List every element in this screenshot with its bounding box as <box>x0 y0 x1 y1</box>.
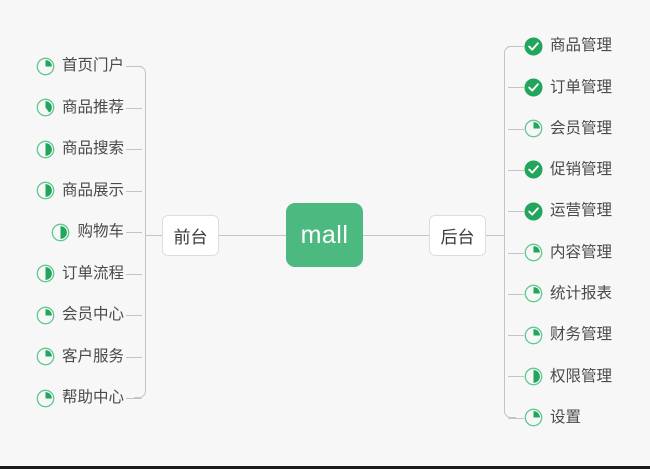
connector-stub <box>126 315 142 316</box>
mindmap-item-backend-1[interactable]: 订单管理 <box>524 74 612 100</box>
progress-pie-icon <box>524 367 543 386</box>
progress-pie-icon <box>36 347 55 366</box>
center-node-mall[interactable]: mall <box>286 203 363 267</box>
connector-backend-to-bracket <box>486 235 504 236</box>
progress-pie-icon <box>36 57 55 76</box>
progress-pie-icon <box>524 284 543 303</box>
mindmap-item-label: 内容管理 <box>550 243 613 261</box>
mindmap-item-label: 订单管理 <box>550 78 613 96</box>
progress-pie-icon <box>36 98 55 117</box>
progress-pie-icon <box>524 243 543 262</box>
branch-node-frontend[interactable]: 前台 <box>162 215 219 256</box>
progress-pie-icon <box>36 306 55 325</box>
connector-frontend-to-bracket <box>146 235 162 236</box>
check-circle-icon <box>524 78 543 97</box>
mindmap-item-label: 权限管理 <box>550 367 613 385</box>
connector-center-to-backend <box>363 235 429 236</box>
mindmap-item-label: 设置 <box>550 408 582 426</box>
connector-stub <box>508 252 524 254</box>
mindmap-item-label: 商品管理 <box>550 37 613 55</box>
mindmap-item-label: 订单流程 <box>61 264 124 282</box>
mindmap-item-frontend-0[interactable]: 首页门户 <box>36 53 124 79</box>
progress-pie-icon <box>524 408 543 427</box>
connector-stub <box>126 398 142 399</box>
mindmap-item-frontend-1[interactable]: 商品推荐 <box>36 95 124 121</box>
progress-pie-icon <box>524 326 543 345</box>
connector-stub <box>126 356 142 358</box>
progress-pie-icon <box>36 140 55 159</box>
mindmap-item-backend-4[interactable]: 运营管理 <box>524 198 612 224</box>
mindmap-item-backend-2[interactable]: 会员管理 <box>524 116 612 142</box>
connector-stub <box>508 46 524 47</box>
progress-pie-icon <box>524 119 543 138</box>
mindmap-item-label: 促销管理 <box>550 161 613 179</box>
mindmap-item-label: 客户服务 <box>61 347 124 365</box>
progress-pie-icon <box>36 389 55 408</box>
mindmap-item-frontend-3[interactable]: 商品展示 <box>36 178 124 204</box>
check-circle-icon <box>524 37 543 56</box>
check-circle-icon <box>524 202 543 221</box>
mindmap-item-backend-0[interactable]: 商品管理 <box>524 33 612 59</box>
branch-node-backend[interactable]: 后台 <box>429 215 486 256</box>
connector-stub <box>508 293 524 295</box>
connector-stub <box>126 107 142 109</box>
mindmap-item-label: 会员管理 <box>550 119 613 137</box>
connector-stub <box>508 376 524 378</box>
mindmap-item-label: 购物车 <box>77 223 124 241</box>
mindmap-item-backend-7[interactable]: 财务管理 <box>524 322 612 348</box>
mindmap-item-frontend-5[interactable]: 订单流程 <box>36 261 124 287</box>
mindmap-item-label: 商品推荐 <box>61 98 124 116</box>
mindmap-item-label: 商品搜索 <box>61 140 124 158</box>
connector-stub <box>508 87 524 89</box>
mindmap-item-backend-3[interactable]: 促销管理 <box>524 157 612 183</box>
progress-pie-icon <box>36 181 55 200</box>
mindmap-item-label: 运营管理 <box>550 202 613 220</box>
connector-stub <box>126 149 142 150</box>
mindmap-item-label: 会员中心 <box>61 306 124 324</box>
mindmap-item-backend-9[interactable]: 设置 <box>524 405 581 431</box>
mindmap-item-label: 商品展示 <box>61 181 124 199</box>
mindmap-item-label: 帮助中心 <box>61 389 124 407</box>
connector-stub <box>508 211 524 213</box>
mindmap-item-frontend-4[interactable]: 购物车 <box>51 219 124 245</box>
mindmap-item-frontend-8[interactable]: 帮助中心 <box>36 385 124 411</box>
mindmap-item-backend-5[interactable]: 内容管理 <box>524 240 612 266</box>
mindmap-item-backend-6[interactable]: 统计报表 <box>524 281 612 307</box>
connector-center-to-frontend <box>219 235 286 236</box>
connector-stub <box>508 128 524 130</box>
connector-stub <box>508 335 524 337</box>
progress-pie-icon <box>36 264 55 283</box>
progress-pie-icon <box>51 223 70 242</box>
mindmap-item-frontend-7[interactable]: 客户服务 <box>36 344 124 370</box>
mindmap-item-label: 财务管理 <box>550 326 613 344</box>
connector-stub <box>508 169 524 171</box>
connector-stub <box>126 232 142 233</box>
connector-stub <box>126 66 142 67</box>
check-circle-icon <box>524 160 543 179</box>
mindmap-item-frontend-6[interactable]: 会员中心 <box>36 302 124 328</box>
connector-stub <box>126 273 142 275</box>
bracket-backend <box>504 46 516 418</box>
connector-stub <box>126 190 142 192</box>
mindmap-item-label: 首页门户 <box>61 57 124 75</box>
connector-stub <box>508 417 524 419</box>
mindmap-item-label: 统计报表 <box>550 285 613 303</box>
mindmap-item-backend-8[interactable]: 权限管理 <box>524 363 612 389</box>
mindmap-item-frontend-2[interactable]: 商品搜索 <box>36 136 124 162</box>
